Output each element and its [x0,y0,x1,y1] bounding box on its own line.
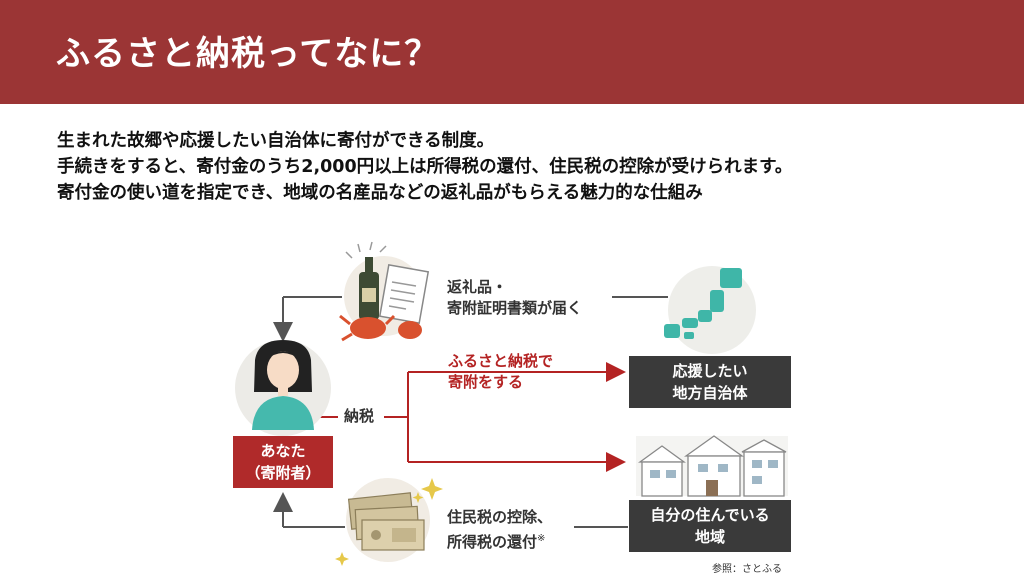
donate-label-line-2: 寄附をする [448,373,524,391]
deduction-label: 住民税の控除、 所得税の還付※ [447,507,552,553]
gift-label-line-2: 寄附証明書類が届く [447,299,583,317]
deduction-label-line-2-text: 所得税の還付 [447,533,538,551]
donate-label: ふるさと納税で 寄附をする [448,351,553,393]
home-box-line-2: 地域 [694,528,725,546]
deduction-label-line-2: 所得税の還付※ [447,528,552,553]
deduction-return-arrow [273,492,628,528]
sparkle-icon [345,241,387,259]
donor-box-line-1: あなた [260,442,306,460]
intro-text: 生まれた故郷や応援したい自治体に寄付ができる制度。 手続きをすると、寄付金のうち… [57,128,1017,206]
banknote-icon [347,492,425,551]
donor-box-line-2: （寄附者） [245,464,321,482]
person-avatar [235,340,331,436]
gift-return-arrow [273,296,668,342]
intro-line-1: 生まれた故郷や応援したい自治体に寄付ができる制度。 [57,131,495,151]
gift-items-illustration [339,241,430,342]
intro-line-2: 手続きをすると、寄付金のうち2,000円以上は所得税の還付、住民税の控除が受けら… [57,157,793,177]
deduction-label-line-1: 住民税の控除、 [447,508,553,526]
sake-bottle-icon [359,257,379,320]
source-credit: 参照：さとふる [712,564,782,575]
donate-label-line-1: ふるさと納税で [448,352,554,370]
tax-label-text: 納税 [344,407,375,425]
footnote-mark: ※ [537,533,546,544]
tax-connector [312,362,626,472]
support-municipality-box: 応援したい 地方自治体 [629,356,791,408]
gift-label: 返礼品・ 寄附証明書類が届く [447,277,582,319]
support-box-line-2: 地方自治体 [672,384,748,402]
support-box-line-1: 応援したい [672,362,748,380]
donor-box: あなた （寄附者） [233,436,333,488]
title-bar: ふるさと納税ってなに？ [0,0,1024,104]
sparkle-icon [335,478,443,566]
crab-icon [339,314,422,342]
certificate-document-icon [378,264,430,324]
japan-map-illustration [664,266,756,354]
tax-label: 納税 [344,406,374,427]
money-illustration [335,478,443,566]
gift-label-line-1: 返礼品・ [447,278,508,296]
houses-illustration [636,435,788,497]
intro-line-3: 寄付金の使い道を指定でき、地域の名産品などの返礼品がもらえる魅力的な仕組み [57,183,703,203]
page-title: ふるさと納税ってなに？ [56,34,440,74]
home-region-box: 自分の住んでいる 地域 [629,500,791,552]
japan-map-icon [664,268,742,339]
home-box-line-1: 自分の住んでいる [650,506,770,524]
